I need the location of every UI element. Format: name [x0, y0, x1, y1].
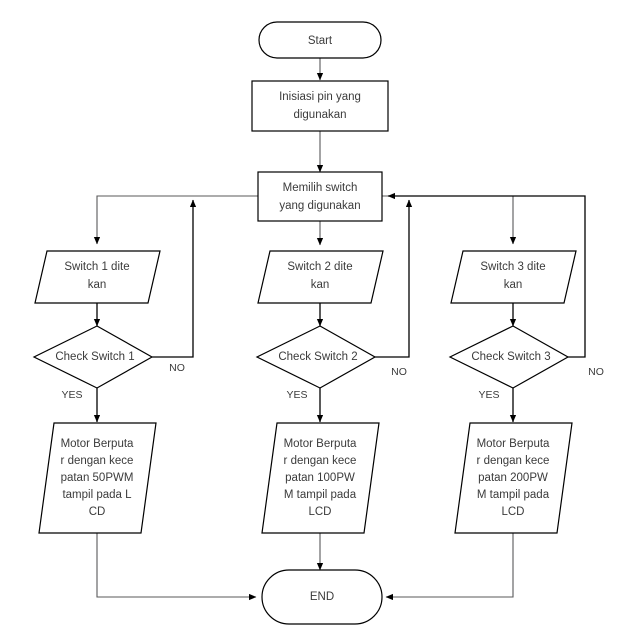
label-no-1: NO — [169, 362, 185, 374]
node-motor3-line3: patan 200PW — [478, 472, 548, 484]
node-switch1-line1: Switch 1 dite — [64, 261, 129, 273]
node-init[interactable]: Inisiasi pin yang digunakan — [251, 80, 389, 132]
connector-motor1-to-end — [96, 533, 257, 601]
node-switch2-line2: kan — [311, 279, 330, 291]
node-motor1-line3: patan 50PWM — [61, 472, 134, 484]
label-yes-3: YES — [478, 389, 499, 401]
label-no-3: NO — [588, 366, 604, 378]
node-motor1-line2: r dengan kece — [61, 455, 134, 467]
node-init-line2: digunakan — [293, 109, 346, 121]
node-motor2-line5: LCD — [308, 506, 331, 518]
node-end[interactable]: END — [261, 569, 383, 625]
connector-motor3-to-end — [385, 533, 514, 601]
connector-no3-feedback — [387, 192, 586, 358]
node-init-line1: Inisiasi pin yang — [279, 91, 361, 103]
node-motor2-line1: Motor Berputa — [284, 438, 357, 450]
node-motor1-line5: CD — [89, 506, 106, 518]
label-yes-2: YES — [286, 389, 307, 401]
node-check2-label: Check Switch 2 — [278, 351, 357, 363]
node-check-switch1[interactable]: Check Switch 1 — [32, 325, 154, 389]
node-switch1-input[interactable]: Switch 1 dite kan — [34, 250, 161, 304]
node-switch2-input[interactable]: Switch 2 dite kan — [257, 250, 384, 304]
node-switch3-line2: kan — [504, 279, 523, 291]
node-motor3-line5: LCD — [501, 506, 524, 518]
node-check1-label: Check Switch 1 — [55, 351, 134, 363]
node-motor3-line4: M tampil pada — [477, 489, 550, 501]
label-no-2: NO — [391, 366, 407, 378]
connector-select-to-switch1 — [93, 195, 258, 245]
node-motor2-line4: M tampil pada — [284, 489, 357, 501]
node-motor3[interactable]: Motor Berputa r dengan kece patan 200PW … — [454, 422, 573, 534]
node-motor2-line2: r dengan kece — [284, 455, 357, 467]
node-check-switch3[interactable]: Check Switch 3 — [448, 325, 570, 389]
node-motor1-line1: Motor Berputa — [61, 438, 134, 450]
node-motor2-line3: patan 100PW — [285, 472, 355, 484]
connector-select-to-switch3 — [382, 195, 517, 245]
node-start-label: Start — [308, 35, 333, 47]
node-switch2-line1: Switch 2 dite — [287, 261, 352, 273]
node-motor2[interactable]: Motor Berputa r dengan kece patan 100PW … — [261, 422, 380, 534]
node-switch3-input[interactable]: Switch 3 dite kan — [450, 250, 577, 304]
connector-no1-feedback — [152, 199, 197, 358]
node-end-label: END — [310, 591, 334, 603]
node-start[interactable]: Start — [258, 21, 382, 59]
node-switch3-line1: Switch 3 dite — [480, 261, 545, 273]
node-motor1[interactable]: Motor Berputa r dengan kece patan 50PWM … — [38, 422, 157, 534]
node-select-line1: Memilih switch — [283, 182, 358, 194]
connector-no2-feedback — [375, 199, 413, 358]
node-select-line2: yang digunakan — [279, 200, 360, 212]
label-yes-1: YES — [61, 389, 82, 401]
node-check3-label: Check Switch 3 — [471, 351, 550, 363]
node-motor3-line1: Motor Berputa — [477, 438, 550, 450]
node-switch1-line2: kan — [88, 279, 107, 291]
node-select-switch[interactable]: Memilih switch yang digunakan — [257, 171, 383, 222]
node-motor1-line4: tampil pada L — [62, 489, 132, 501]
node-motor3-line2: r dengan kece — [477, 455, 550, 467]
node-check-switch2[interactable]: Check Switch 2 — [255, 325, 377, 389]
